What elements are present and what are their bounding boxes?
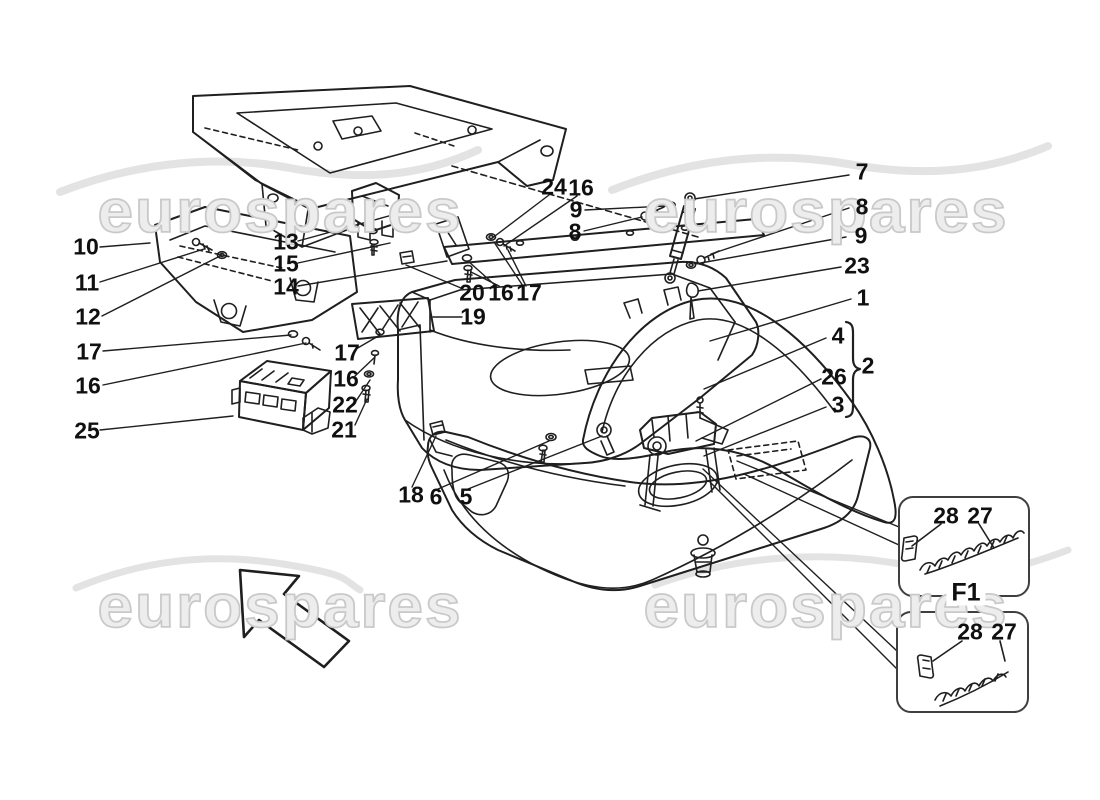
part-label-28: 28 — [933, 502, 959, 529]
part-label-6: 6 — [429, 483, 443, 510]
part-label-26: 26 — [821, 363, 847, 390]
tread-plate — [351, 297, 435, 340]
part-label-14: 14 — [273, 273, 299, 300]
part-label-8: 8 — [568, 218, 582, 245]
direction-arrow — [238, 568, 351, 669]
part-label-21: 21 — [331, 416, 357, 443]
badge-clip-icon — [900, 535, 919, 562]
part-label-22: 22 — [332, 391, 358, 418]
gas-strut — [451, 165, 699, 284]
part-label-5: 5 — [459, 483, 473, 510]
mounting-rail — [435, 216, 765, 265]
eurospares-watermark: eurospares — [97, 176, 463, 246]
part-label-f1: F1 — [946, 580, 986, 606]
part-label-12: 12 — [75, 303, 101, 330]
part-label-27: 27 — [991, 618, 1017, 645]
eurospares-watermark: eurospares — [643, 176, 1009, 246]
inset-box-f1 — [898, 496, 1030, 597]
part-label-2: 2 — [861, 352, 875, 379]
part-label-15: 15 — [273, 250, 299, 277]
part-label-25: 25 — [74, 417, 100, 444]
support-bracket — [351, 182, 400, 256]
brace-group-2 — [844, 320, 862, 419]
part-label-4: 4 — [831, 322, 845, 349]
top-panel — [192, 85, 567, 248]
part-label-18: 18 — [398, 481, 424, 508]
eurospares-watermark: eurospares — [97, 571, 463, 641]
part-label-3: 3 — [831, 391, 845, 418]
part-label-10: 10 — [73, 233, 99, 260]
part-label-11: 11 — [74, 269, 100, 296]
badge-clip-icon — [916, 654, 935, 679]
swoosh-top-left — [56, 146, 482, 196]
part-label-13: 13 — [273, 228, 299, 255]
part-label-17: 17 — [516, 279, 542, 306]
part-label-20: 20 — [459, 279, 485, 306]
swoosh-top-right — [608, 142, 1052, 194]
part-label-28: 28 — [957, 618, 983, 645]
switch-assembly — [231, 360, 332, 435]
part-label-24: 24 — [541, 173, 567, 200]
part-label-19: 19 — [460, 303, 486, 330]
script-badge-icon — [919, 530, 1025, 571]
part-label-16: 16 — [568, 174, 594, 201]
part-label-9: 9 — [854, 222, 868, 249]
part-label-9: 9 — [569, 196, 583, 223]
part-label-16: 16 — [488, 279, 514, 306]
part-label-16: 16 — [333, 365, 359, 392]
inset-box-lower — [896, 611, 1029, 713]
leader-lines — [99, 174, 900, 670]
part-label-27: 27 — [967, 502, 993, 529]
part-label-17: 17 — [334, 339, 360, 366]
swoosh-bottom-left — [72, 555, 364, 594]
part-label-16: 16 — [75, 372, 101, 399]
part-label-23: 23 — [844, 252, 870, 279]
outer-lid — [426, 420, 872, 592]
part-label-7: 7 — [855, 158, 869, 185]
part-label-8: 8 — [855, 193, 869, 220]
latch-assembly — [637, 396, 729, 512]
part-label-1: 1 — [856, 284, 870, 311]
mounting-bracket — [154, 206, 358, 333]
part-label-17: 17 — [76, 338, 102, 365]
inner-lid — [581, 286, 897, 524]
